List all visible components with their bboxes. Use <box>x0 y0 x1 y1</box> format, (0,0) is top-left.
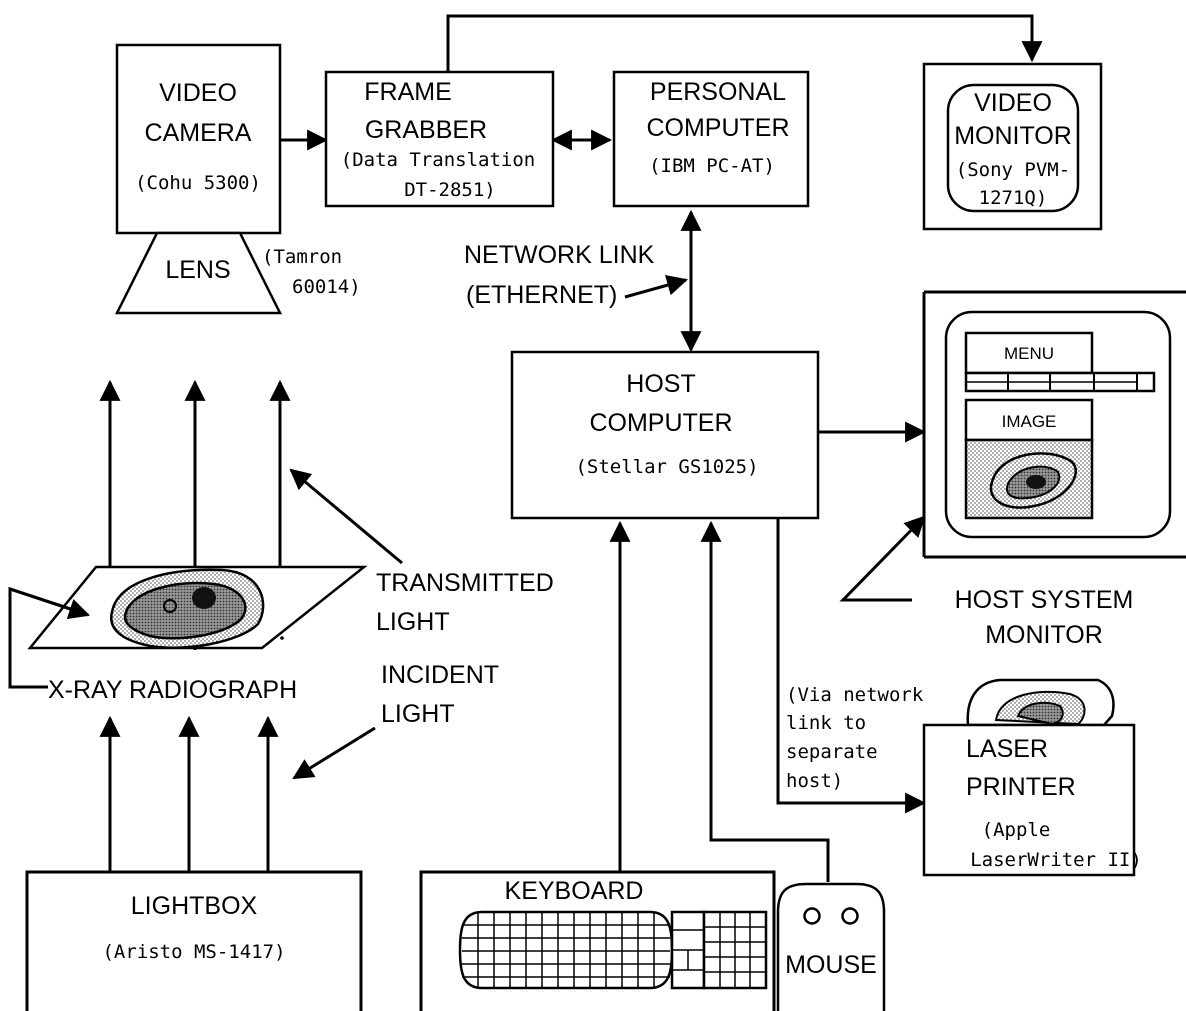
laser-printer-model-line1: (Apple <box>982 819 1051 841</box>
video-monitor-line1: VIDEO <box>974 89 1052 117</box>
lightbox-label: LIGHTBOX <box>131 892 258 920</box>
network-link-pointer <box>625 280 686 297</box>
host-monitor-label-line2: MONITOR <box>985 621 1103 649</box>
transmitted-light-pointer <box>291 470 402 563</box>
mouse: MOUSE <box>778 884 884 1011</box>
lens-model-line2: 60014) <box>292 276 361 298</box>
radiograph-label: X-RAY RADIOGRAPH <box>48 676 297 704</box>
network-link-line1: NETWORK LINK <box>464 241 655 269</box>
printer-note: (Via network link to separate host) <box>786 684 924 792</box>
personal-computer: PERSONAL COMPUTER (IBM PC-AT) <box>614 72 808 206</box>
host-system-monitor: MENU IMAGE HOST SYSTEM MONITOR <box>924 292 1186 649</box>
laser-printer: LASER PRINTER (Apple LaserWriter II) <box>924 680 1142 875</box>
personal-computer-model: (IBM PC-AT) <box>649 155 775 177</box>
video-camera-line2: CAMERA <box>145 119 252 147</box>
image-label: IMAGE <box>1002 412 1057 431</box>
personal-computer-line2: COMPUTER <box>646 114 789 142</box>
incident-light-pointer <box>294 728 375 778</box>
keyboard: KEYBOARD <box>421 872 774 1011</box>
transmitted-light-line1: TRANSMITTED <box>376 569 554 597</box>
video-monitor: VIDEO MONITOR (Sony PVM- 1271Q) <box>924 64 1101 229</box>
host-computer: HOST COMPUTER (Stellar GS1025) <box>512 352 818 518</box>
incident-light: INCIDENT LIGHT <box>381 661 499 728</box>
lens-model-line1: (Tamron <box>262 246 342 268</box>
frame-grabber-line2: GRABBER <box>365 116 487 144</box>
printer-note-line3: separate <box>786 741 878 763</box>
host-computer-line2: COMPUTER <box>589 409 732 437</box>
video-monitor-line2: MONITOR <box>954 122 1072 150</box>
video-camera: VIDEO CAMERA (Cohu 5300) <box>117 45 280 233</box>
mouse-body <box>778 884 884 1011</box>
printer-note-line2: link to <box>786 712 866 734</box>
x-ray-radiograph: X-RAY RADIOGRAPH <box>10 567 364 704</box>
mouse-right-button <box>843 909 858 924</box>
personal-computer-line1: PERSONAL <box>650 78 786 106</box>
printer-note-line1: (Via network <box>786 684 924 706</box>
network-link: NETWORK LINK (ETHERNET) <box>464 241 655 309</box>
transmitted-light-line2: LIGHT <box>376 608 450 636</box>
lightbox-model: (Aristo MS-1417) <box>102 941 285 963</box>
host-monitor-pointer <box>843 517 924 600</box>
incident-light-line1: INCIDENT <box>381 661 499 689</box>
frame-grabber-model-line2: DT-2851) <box>404 179 496 201</box>
lightbox: LIGHTBOX (Aristo MS-1417) <box>27 872 361 1011</box>
frame-grabber: FRAME GRABBER (Data Translation DT-2851) <box>326 72 553 206</box>
video-monitor-model-line2: 1271Q) <box>979 187 1048 209</box>
host-monitor-label-line1: HOST SYSTEM <box>955 586 1134 614</box>
laser-printer-model-line2: LaserWriter II) <box>970 849 1142 871</box>
frame-grabber-line1: FRAME <box>364 78 452 106</box>
video-camera-model: (Cohu 5300) <box>135 172 261 194</box>
menu-label: MENU <box>1004 344 1054 363</box>
keyboard-label: KEYBOARD <box>505 877 644 905</box>
incident-light-line2: LIGHT <box>381 700 455 728</box>
host-computer-model: (Stellar GS1025) <box>575 456 758 478</box>
mouse-label: MOUSE <box>785 951 877 979</box>
frame-grabber-model-line1: (Data Translation <box>341 149 535 171</box>
network-link-line2: (ETHERNET) <box>466 281 617 309</box>
laser-printer-line2: PRINTER <box>966 773 1076 801</box>
video-monitor-model-line1: (Sony PVM- <box>956 159 1070 181</box>
mouse-left-button <box>805 909 820 924</box>
laser-printer-line1: LASER <box>966 735 1048 763</box>
transmitted-light: TRANSMITTED LIGHT <box>376 569 554 636</box>
video-camera-line1: VIDEO <box>159 79 237 107</box>
lens: LENS (Tamron 60014) <box>117 233 361 313</box>
host-computer-line1: HOST <box>626 370 695 398</box>
printer-note-line4: host) <box>786 770 843 792</box>
lens-label: LENS <box>165 256 230 284</box>
